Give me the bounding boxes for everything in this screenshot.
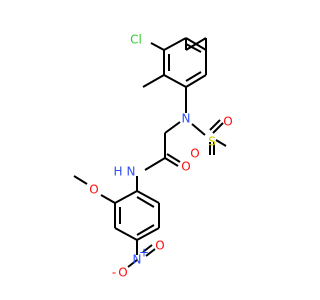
bond: [185, 71, 202, 82]
bond: [150, 42, 165, 51]
atom-labels: Cl N S O O N H O O N + O O -: [89, 33, 232, 280]
bond: [136, 190, 160, 204]
bond: [142, 74, 165, 88]
bond: [185, 43, 202, 53]
bond: [164, 157, 179, 167]
bond: [73, 175, 88, 185]
bond: [136, 227, 160, 241]
bond: [163, 37, 187, 51]
nitro-minus-label: -: [112, 266, 116, 280]
nitro-oxygen-bottom-label: O: [118, 266, 127, 280]
bond: [209, 119, 221, 131]
bond: [185, 37, 207, 51]
bonds: [73, 37, 227, 268]
bond: [142, 244, 153, 253]
bond: [100, 194, 116, 204]
amide-hydrogen-label: H: [113, 165, 122, 179]
bond: [166, 153, 181, 163]
bond: [191, 123, 206, 136]
bond: [114, 227, 138, 241]
molecule-canvas: Cl N S O O N H O O N + O O -: [73, 32, 233, 280]
amide-nitrogen-label: N: [127, 165, 136, 179]
sulfonyl-oxygen-right-label: O: [223, 115, 232, 129]
bond: [215, 139, 227, 147]
nitro-nitrogen-label: N: [133, 253, 142, 267]
nitro-plus-label: +: [139, 246, 149, 260]
bond: [163, 74, 187, 88]
methoxy-oxygen-label: O: [89, 183, 98, 197]
nitro-oxygen-top-label: O: [155, 239, 164, 253]
sulfur-label: S: [208, 135, 216, 149]
bond: [114, 190, 138, 204]
carbonyl-oxygen-label: O: [181, 160, 190, 174]
bond: [136, 196, 155, 208]
sulfonyl-oxygen-left-label: O: [190, 147, 199, 161]
chlorine-label: Cl: [130, 33, 142, 47]
bond: [127, 259, 138, 268]
sulfonamide-nitrogen-label: N: [182, 112, 191, 126]
structure-diagram: Cl N S O O N H O O N + O O -: [73, 33, 233, 280]
bond: [136, 224, 155, 236]
bond: [144, 157, 166, 171]
bond: [212, 122, 224, 134]
bond: [185, 74, 207, 88]
bond: [164, 121, 181, 134]
bond: [145, 248, 156, 257]
